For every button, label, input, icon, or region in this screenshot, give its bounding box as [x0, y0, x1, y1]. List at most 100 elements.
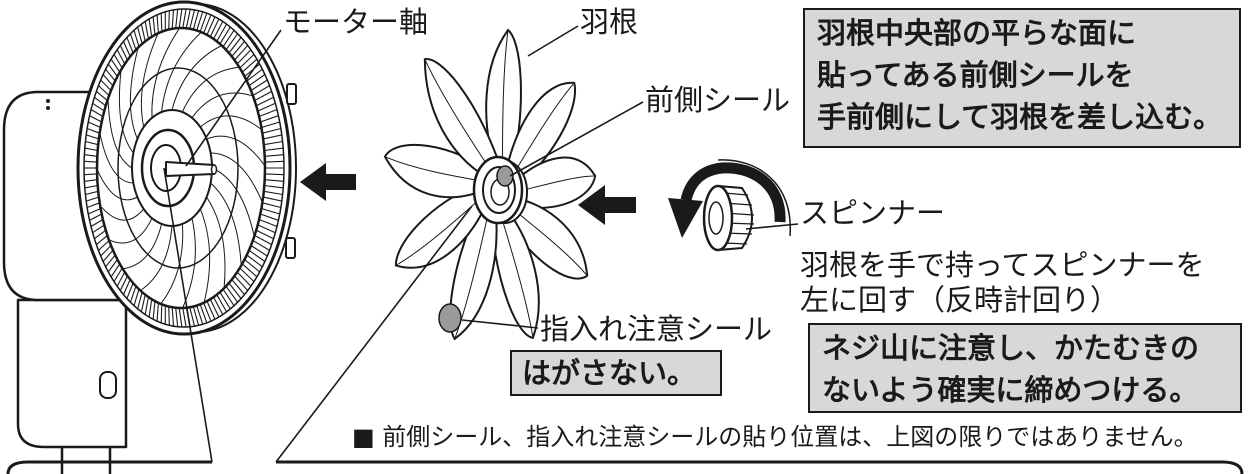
grille-rib — [175, 307, 179, 327]
insert-blade-note: 羽根中央部の平らな面に 貼ってある前側シールを 手前側にして羽根を差し込む。 — [803, 8, 1241, 148]
grille-rib — [239, 267, 255, 282]
leader-line-finger-seal — [461, 319, 539, 329]
detail-callout-line — [163, 167, 213, 463]
grille-rib — [102, 74, 114, 87]
blade-petal-rib — [500, 210, 532, 339]
note-line: 手前側にして羽根を差し込む。 — [817, 100, 1223, 134]
grille-rib — [148, 299, 153, 318]
grille-rib — [84, 154, 98, 157]
blade-petal — [387, 182, 493, 282]
grille-rib — [140, 294, 146, 313]
grille-rib — [264, 147, 284, 152]
grille-rib — [140, 23, 146, 42]
leader-line-blade — [527, 25, 579, 57]
grille-rib — [255, 229, 274, 240]
grille-rib — [168, 10, 170, 30]
grille-rib — [257, 102, 276, 112]
grille-rib — [84, 184, 98, 189]
leader-line-spinner — [745, 223, 799, 230]
grille-rib — [86, 202, 100, 209]
grille-rib — [239, 54, 255, 69]
tighten-note: ネジ山に注意し、かたむきの ないよう確実に締めつける。 — [808, 323, 1242, 413]
detail-callout — [6, 167, 1244, 474]
grille-rib — [84, 147, 98, 152]
motor-shaft-label: モーター軸 — [283, 5, 429, 39]
grille-rib — [196, 305, 204, 325]
grille-rib — [252, 85, 270, 96]
grille-rib — [199, 13, 208, 32]
grille-rib — [255, 96, 274, 107]
grille-ribs — [84, 8, 284, 328]
grille-rib — [246, 68, 263, 82]
grille-rib — [234, 275, 249, 291]
grille-rib — [261, 121, 280, 129]
grille-rib — [100, 245, 112, 257]
grille-rib — [236, 49, 252, 65]
do-not-peel-note: はがさない。 — [510, 350, 722, 396]
blade-petal — [489, 204, 546, 345]
grille-rib — [100, 79, 112, 91]
grille-rib — [258, 108, 278, 118]
note-line: 貼ってある前側シールを — [817, 58, 1134, 92]
finger-seal-label: 指入れ注意シール — [540, 312, 773, 346]
front-seal-label: 前側シール — [645, 83, 791, 117]
grille-rib — [89, 115, 102, 123]
grille-rib — [156, 302, 159, 322]
grille-rib — [209, 18, 220, 38]
grille-spiral-vane — [182, 218, 196, 308]
grille-rib — [203, 302, 212, 322]
grille-rib — [262, 202, 282, 209]
grille-rib — [264, 154, 284, 157]
grille-rib — [84, 173, 98, 176]
grille-rib — [94, 96, 107, 107]
grille-rib — [216, 294, 228, 313]
leader-lines — [185, 25, 799, 329]
grille-rib — [264, 179, 284, 182]
fan-unit — [2, 0, 297, 474]
grille-rib — [98, 240, 110, 251]
grille-rib — [244, 259, 261, 273]
grille-rib — [213, 21, 224, 40]
grille-rib — [137, 26, 143, 45]
grille-spiral-vane — [109, 217, 153, 244]
grille-rib — [160, 304, 163, 323]
fan-blade — [381, 27, 596, 347]
grille-rib — [113, 267, 123, 282]
grille-rib — [222, 288, 235, 307]
blade-petal-rib — [491, 32, 519, 167]
grille-spiral-vane — [99, 135, 134, 184]
grille-rib — [152, 301, 156, 320]
note-line: 羽根中央部の平らな面に — [817, 16, 1137, 50]
grille-rib — [129, 33, 137, 50]
grille-rib — [110, 58, 121, 73]
finger-caution-seal-mark — [438, 303, 462, 333]
grille-rib — [84, 160, 98, 163]
grille-rib — [129, 286, 137, 303]
grille-clip-tab — [286, 83, 297, 105]
blade-petal-rib — [426, 52, 490, 177]
grille-rib — [182, 8, 187, 29]
grille-rib — [105, 254, 116, 268]
grille-rib — [107, 63, 118, 77]
blade-petal-rib — [393, 198, 486, 265]
grille-rib — [264, 173, 284, 176]
housing-dot — [46, 99, 50, 103]
grille-rib — [171, 307, 175, 327]
grille-rib — [86, 127, 100, 134]
grille-rib — [116, 49, 126, 65]
grille-rib — [113, 54, 123, 69]
grille-rib — [96, 90, 108, 102]
grille-rib — [225, 285, 239, 303]
blade-petal — [414, 42, 500, 189]
grille-rib — [84, 179, 98, 182]
grille-spiral-vane — [171, 45, 222, 111]
grille-rib — [182, 307, 187, 328]
grille-spiral-vane — [129, 49, 139, 140]
grille-rib — [254, 90, 272, 102]
spinner-label: スピンナー — [800, 196, 946, 230]
blade-petal — [478, 27, 531, 172]
grille-rib — [92, 224, 105, 234]
note-line: ネジ山に注意し、かたむきの — [822, 331, 1200, 365]
arrow-left-icon — [300, 163, 356, 201]
motor-shaft-tip — [210, 164, 218, 175]
